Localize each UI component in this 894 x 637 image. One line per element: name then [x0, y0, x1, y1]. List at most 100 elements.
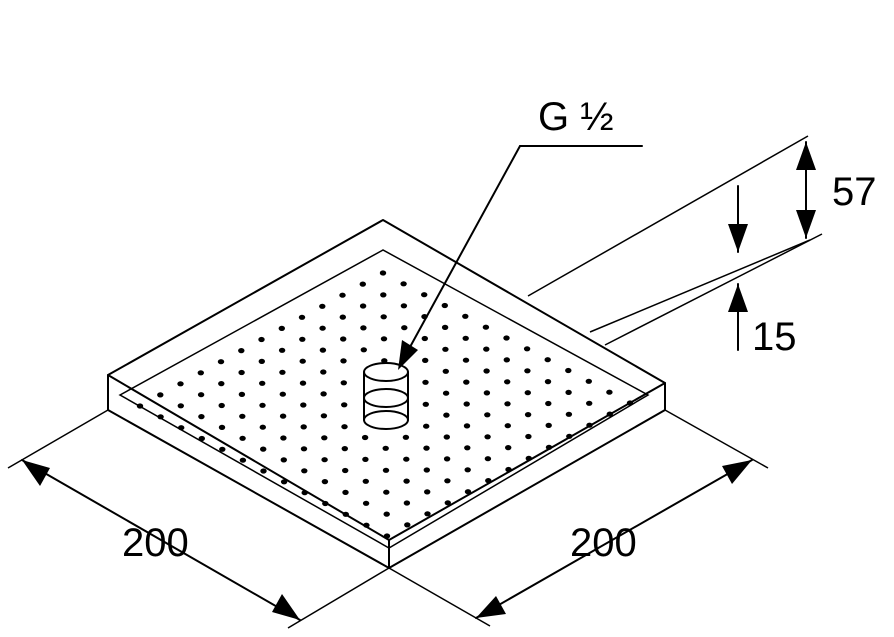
width-left-label: 200	[122, 521, 189, 565]
spray-hole	[444, 478, 451, 484]
spray-hole	[606, 389, 613, 395]
spray-hole	[403, 456, 410, 462]
spray-hole	[403, 500, 411, 506]
spray-hole	[360, 325, 367, 331]
spray-hole	[523, 346, 531, 352]
connector-fitting	[363, 362, 409, 430]
spray-hole	[298, 314, 306, 320]
spray-hole	[504, 379, 511, 385]
spray-hole	[463, 401, 470, 407]
plate-inner-rim	[118, 249, 650, 549]
spray-hole	[362, 456, 369, 462]
spray-hole	[279, 369, 286, 375]
spray-hole	[626, 400, 634, 406]
spray-hole	[320, 391, 327, 397]
spray-hole	[341, 424, 348, 430]
spray-hole	[503, 357, 510, 363]
height-total-label: 57	[832, 170, 877, 214]
spray-hole	[443, 434, 450, 440]
spray-hole	[483, 390, 491, 396]
spray-hole	[404, 522, 411, 528]
spray-hole	[400, 303, 408, 309]
spray-hole	[238, 348, 245, 354]
spray-hole	[218, 424, 226, 430]
spray-hole	[483, 346, 490, 352]
spray-hole	[462, 313, 469, 319]
dim-57-arrow-top	[796, 142, 816, 170]
spray-hole	[362, 500, 370, 506]
ext-line-low	[604, 233, 823, 346]
spray-hole	[381, 358, 388, 364]
spray-hole	[422, 357, 429, 363]
dim-15-arrow-upper	[728, 224, 748, 252]
spray-hole	[300, 424, 307, 430]
spray-hole	[379, 270, 387, 276]
dim-15-arrow-lower	[728, 284, 748, 312]
height-plate-label: 15	[752, 315, 797, 359]
spray-hole	[585, 378, 592, 384]
spray-hole	[359, 281, 366, 287]
spray-hole	[484, 456, 492, 462]
spray-hole	[258, 336, 265, 343]
spray-hole	[319, 303, 326, 309]
spray-hole	[258, 358, 265, 364]
spray-hole	[482, 324, 490, 330]
spray-hole	[219, 446, 226, 452]
thread-leader-arrowhead	[398, 340, 418, 370]
spray-hole	[299, 380, 307, 386]
spray-hole	[463, 423, 471, 429]
spray-hole	[136, 403, 144, 409]
spray-hole	[504, 401, 511, 407]
spray-hole	[319, 347, 327, 353]
spray-hole	[197, 370, 204, 376]
spray-hole	[198, 414, 205, 420]
spray-hole	[462, 357, 470, 363]
spray-hole	[545, 444, 553, 450]
spray-hole	[340, 358, 347, 364]
spray-hole	[239, 457, 247, 463]
spray-hole	[525, 455, 532, 461]
spray-hole	[504, 423, 511, 429]
spray-hole	[218, 402, 225, 409]
spray-hole	[565, 389, 572, 395]
spray-hole	[565, 411, 573, 417]
spray-hole	[423, 445, 430, 451]
spray-hole	[463, 379, 470, 385]
dim-width-left-arrow-start	[22, 460, 50, 486]
spray-hole	[484, 434, 491, 440]
spray-hole	[383, 533, 391, 539]
spray-hole	[464, 489, 472, 495]
spray-hole	[259, 402, 266, 408]
spray-hole	[503, 335, 510, 341]
spray-hole	[606, 411, 613, 417]
spray-hole	[442, 368, 449, 374]
spray-holes	[136, 270, 634, 539]
spray-hole	[300, 446, 308, 452]
spray-hole	[421, 335, 428, 342]
spray-hole	[279, 413, 287, 419]
spray-hole	[278, 325, 285, 331]
dim-width-left-line	[21, 459, 301, 621]
spray-hole	[217, 359, 225, 365]
spray-hole	[421, 292, 428, 298]
spray-hole	[586, 422, 593, 428]
spray-hole	[279, 391, 286, 397]
dim-width-right-arrow-end	[722, 460, 752, 484]
spray-hole	[321, 479, 329, 485]
spray-hole	[401, 325, 408, 331]
spray-hole	[565, 367, 572, 374]
spray-hole	[322, 500, 329, 507]
spray-hole	[383, 511, 390, 517]
spray-hole	[525, 433, 532, 440]
spray-hole	[239, 435, 246, 441]
thread-label: G ½	[538, 95, 614, 139]
spray-hole	[442, 390, 450, 396]
spray-hole	[483, 368, 490, 374]
spray-hole	[178, 425, 185, 431]
spray-hole	[341, 402, 348, 408]
ext-front-corner-right	[388, 567, 491, 627]
spray-hole	[443, 412, 450, 418]
spray-hole	[301, 468, 308, 474]
spray-hole	[424, 511, 431, 517]
spray-hole	[423, 423, 430, 429]
